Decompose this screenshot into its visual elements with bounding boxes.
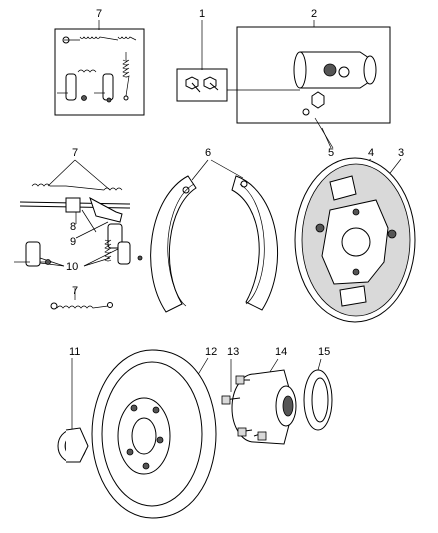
wheel-cylinder-box — [227, 26, 391, 124]
backing-plate — [294, 157, 416, 323]
callout-1: 1 — [199, 8, 205, 20]
hub-and-studs — [221, 369, 297, 445]
callout-10: 10 — [66, 261, 78, 273]
spring-kit-box — [54, 28, 145, 116]
callout-12: 12 — [205, 346, 217, 358]
callout-11: 11 — [69, 346, 80, 358]
callout-2: 2 — [311, 8, 317, 20]
callout-5: 5 — [328, 147, 334, 159]
callout-3: 3 — [398, 147, 404, 159]
callout-14: 14 — [275, 346, 287, 358]
callout-8: 8 — [70, 221, 76, 233]
retainer-ring — [303, 369, 333, 431]
callout-13: 13 — [227, 346, 239, 358]
callout-9: 9 — [70, 236, 76, 248]
callout-4: 4 — [368, 147, 374, 159]
seal — [57, 427, 89, 463]
brake-drum — [91, 349, 217, 519]
mounting-bolts — [176, 68, 228, 102]
callout-7-middle: 7 — [72, 147, 78, 159]
callout-6: 6 — [205, 147, 211, 159]
callout-15: 15 — [318, 346, 330, 358]
brake-shoes — [150, 175, 279, 313]
callout-7-top: 7 — [96, 8, 102, 20]
adjuster-assembly — [14, 183, 143, 310]
